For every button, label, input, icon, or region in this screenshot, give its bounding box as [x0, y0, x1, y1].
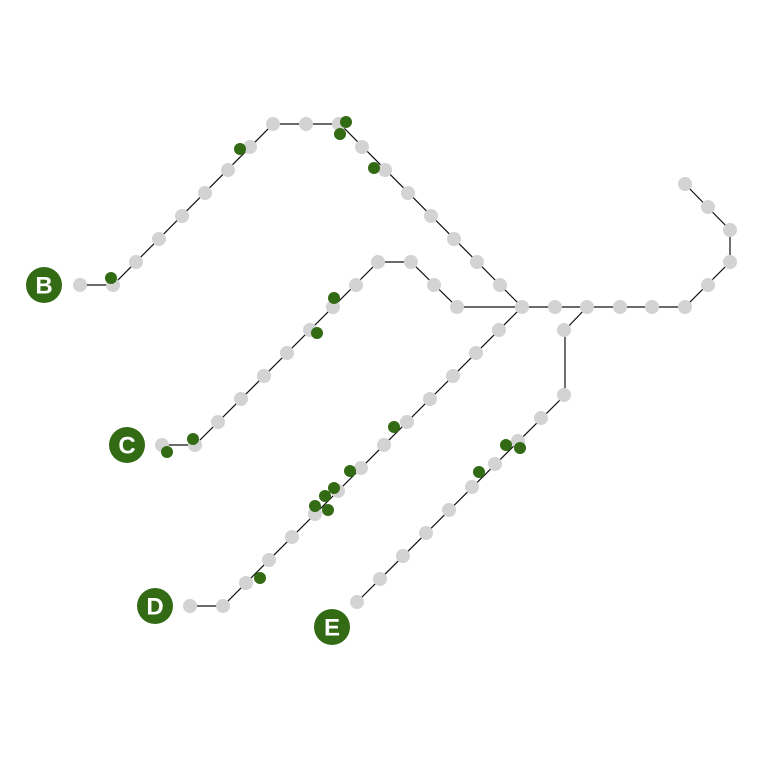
station-dot [424, 209, 438, 223]
station-dot [73, 278, 87, 292]
station-dot [243, 140, 257, 154]
train-marker [105, 272, 117, 284]
train-marker [368, 162, 380, 174]
station-dot [373, 572, 387, 586]
train-marker [328, 482, 340, 494]
station-dot [701, 200, 715, 214]
badge-label: B [35, 273, 52, 300]
station-dot [470, 255, 484, 269]
station-dot [469, 346, 483, 360]
station-dot [613, 300, 627, 314]
station-dot [493, 278, 507, 292]
station-dot [377, 438, 391, 452]
route-e-line [356, 306, 588, 603]
badge-circle [26, 267, 62, 303]
station-dot [423, 392, 437, 406]
station-dot [349, 278, 363, 292]
station-dot [299, 117, 313, 131]
station-dot [492, 323, 506, 337]
train-marker [344, 465, 356, 477]
station-dot [401, 186, 415, 200]
station-dot [371, 255, 385, 269]
station-dot [378, 163, 392, 177]
station-dot [723, 223, 737, 237]
badge-circle [109, 427, 145, 463]
train-marker [334, 128, 346, 140]
station-dot [645, 300, 659, 314]
stations [73, 117, 737, 613]
station-dot [419, 526, 433, 540]
badge-line-e[interactable]: E [314, 609, 350, 645]
badge-label: E [324, 615, 340, 642]
station-dot [396, 549, 410, 563]
train-marker [322, 504, 334, 516]
station-dot [221, 163, 235, 177]
station-dot [548, 300, 562, 314]
train-marker [500, 439, 512, 451]
station-dot [427, 278, 441, 292]
station-dot [239, 576, 253, 590]
station-dot [678, 300, 692, 314]
train-marker [309, 500, 321, 512]
station-dot [216, 599, 230, 613]
station-dot [678, 177, 692, 191]
station-dot [515, 300, 529, 314]
train-marker [311, 327, 323, 339]
station-dot [446, 369, 460, 383]
station-dot [198, 186, 212, 200]
station-dot [354, 461, 368, 475]
station-dot [350, 595, 364, 609]
station-dot [488, 457, 502, 471]
station-dot [234, 392, 248, 406]
train-marker [254, 572, 266, 584]
badge-label: C [118, 433, 135, 460]
train-marker [319, 490, 331, 502]
station-dot [257, 369, 271, 383]
station-dot [285, 530, 299, 544]
train-marker [187, 433, 199, 445]
badge-line-c[interactable]: C [109, 427, 145, 463]
station-dot [400, 415, 414, 429]
station-dot [465, 480, 479, 494]
station-dot [183, 599, 197, 613]
station-dot [355, 140, 369, 154]
station-dot [580, 300, 594, 314]
station-dot [701, 278, 715, 292]
badge-label: D [146, 594, 163, 621]
station-dot [450, 300, 464, 314]
station-dot [404, 255, 418, 269]
badge-circle [314, 609, 350, 645]
station-dot [211, 415, 225, 429]
trains [105, 116, 526, 584]
station-dot [326, 300, 340, 314]
badge-circle [137, 588, 173, 624]
train-marker [234, 143, 246, 155]
station-dot [723, 255, 737, 269]
train-marker [340, 116, 352, 128]
station-dot [534, 411, 548, 425]
train-marker [328, 292, 340, 304]
station-dot [442, 503, 456, 517]
station-dot [557, 323, 571, 337]
station-dot [129, 255, 143, 269]
train-marker [473, 466, 485, 478]
train-marker [514, 442, 526, 454]
station-dot [152, 232, 166, 246]
line-badges: B C D E [26, 267, 350, 645]
station-dot [266, 117, 280, 131]
train-marker [388, 421, 400, 433]
station-dot [262, 553, 276, 567]
station-dot [447, 232, 461, 246]
badge-line-b[interactable]: B [26, 267, 62, 303]
station-dot [280, 346, 294, 360]
train-marker [161, 446, 173, 458]
badge-line-d[interactable]: D [137, 588, 173, 624]
station-dot [557, 388, 571, 402]
station-dot [175, 209, 189, 223]
